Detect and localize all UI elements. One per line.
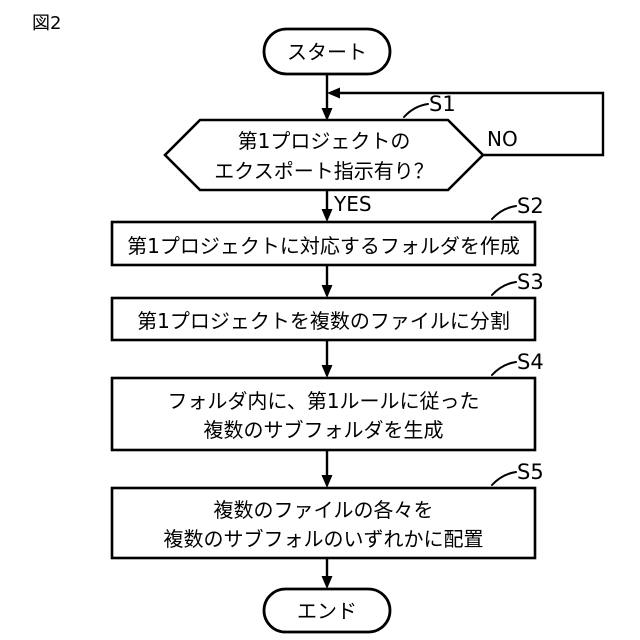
- arrowhead-no-loop: [327, 87, 340, 99]
- leader-line-s3: [491, 281, 517, 296]
- leader-line-s2: [491, 205, 517, 220]
- branch-label-no: NO: [487, 127, 518, 151]
- node-s4-shape[interactable]: [110, 376, 537, 452]
- arrowhead-s3-to-s4: [321, 365, 333, 378]
- node-s3-shape[interactable]: [110, 296, 537, 342]
- step-label-s2: S2: [517, 194, 544, 218]
- arrowhead-s4-to-s5: [321, 475, 333, 488]
- arrowhead-s1-to-s2: [321, 209, 333, 222]
- node-s5-shape[interactable]: [110, 486, 537, 560]
- leader-line-s1: [403, 103, 429, 118]
- figure-number-label: 図2: [32, 13, 62, 34]
- node-start-shape[interactable]: [262, 27, 392, 76]
- step-label-s1: S1: [429, 92, 456, 116]
- branch-label-yes: YES: [334, 192, 372, 216]
- arrowhead-start-to-s1: [321, 108, 333, 121]
- node-end-shape[interactable]: [262, 587, 392, 634]
- step-label-s5: S5: [517, 460, 544, 484]
- step-label-s4: S4: [517, 350, 544, 374]
- leader-line-s5: [491, 471, 517, 486]
- node-s2-shape[interactable]: [110, 220, 537, 267]
- node-end-label: エンド: [297, 599, 357, 623]
- arrowhead-s2-to-s3: [321, 285, 333, 298]
- connector-no-loop: [333, 91, 605, 157]
- step-label-s3: S3: [517, 270, 544, 294]
- arrowhead-s5-to-end: [321, 576, 333, 589]
- node-start-label: スタート: [287, 40, 367, 64]
- leader-line-s4: [491, 361, 517, 376]
- node-s1-shape[interactable]: [163, 118, 485, 192]
